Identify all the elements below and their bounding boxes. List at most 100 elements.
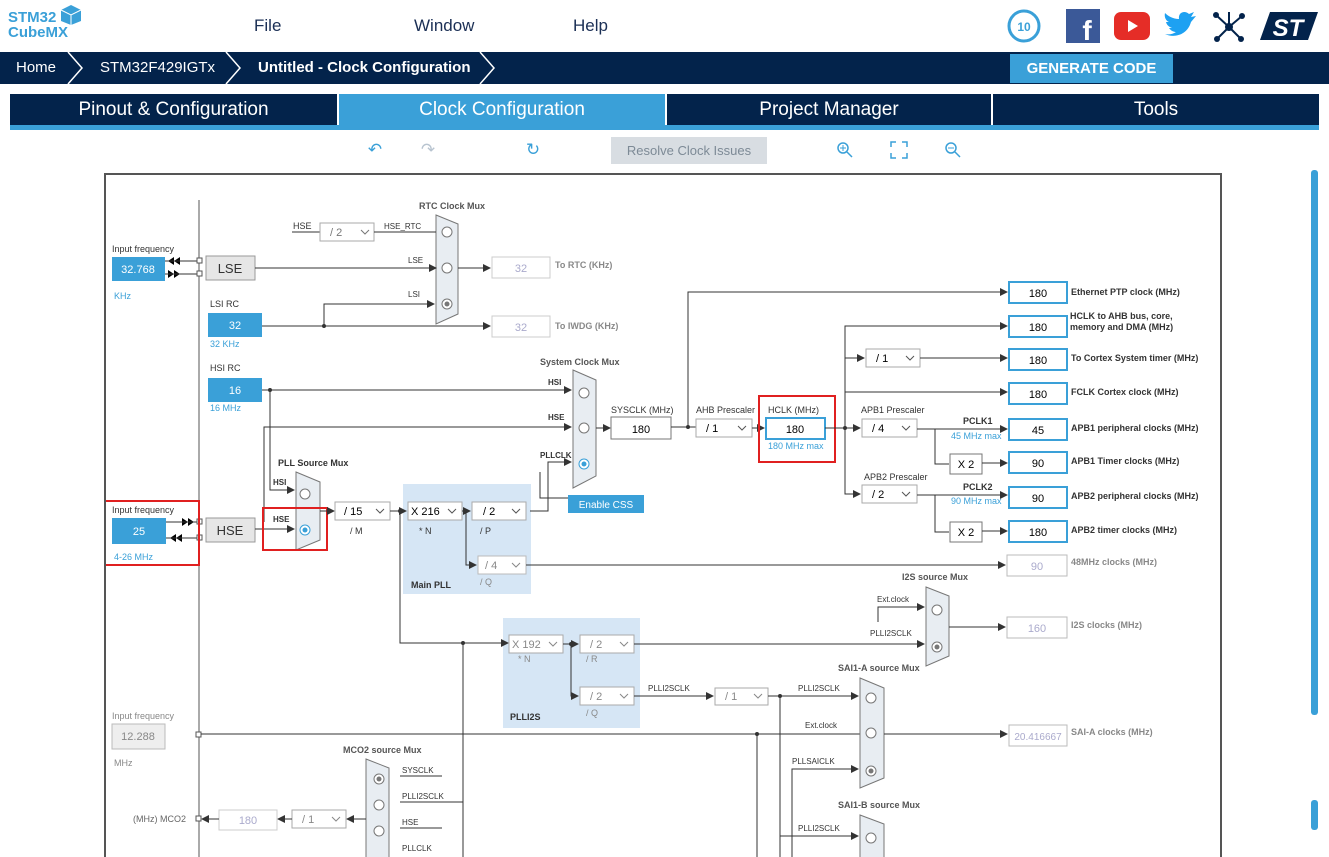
facebook-icon[interactable]: f bbox=[1066, 9, 1100, 46]
chevron-right-icon bbox=[64, 51, 84, 89]
sys-mux-hse: HSE bbox=[548, 413, 565, 422]
tab-pinout[interactable]: Pinout & Configuration bbox=[10, 94, 337, 125]
hclk-ahb-output[interactable] bbox=[1008, 315, 1068, 338]
hse-oscillator bbox=[205, 517, 256, 543]
ahb-prescaler-value: / 1 bbox=[706, 423, 718, 435]
svg-text:10: 10 bbox=[1017, 20, 1031, 34]
menu-file[interactable]: File bbox=[254, 16, 282, 35]
anniversary-10-icon[interactable]: 10 bbox=[1006, 8, 1042, 44]
top-bar bbox=[0, 0, 1329, 52]
tab-underline bbox=[10, 125, 1319, 130]
sysclk-value-box[interactable] bbox=[610, 416, 672, 440]
plli2s-clk-label: PLLI2SCLK bbox=[648, 684, 690, 693]
ethernet-ptp-output[interactable] bbox=[1008, 281, 1068, 304]
to-rtc-output bbox=[491, 256, 551, 279]
apb2-prescaler-value: / 2 bbox=[872, 489, 884, 501]
lse-frequency-input[interactable] bbox=[112, 257, 165, 281]
breadcrumb-device[interactable]: STM32F429IGTx bbox=[100, 59, 216, 76]
rtc-hse-divider-select[interactable] bbox=[319, 222, 375, 242]
hclk-value: 180 bbox=[786, 424, 804, 436]
svg-text:f: f bbox=[1082, 15, 1092, 43]
ext-frequency-value: 12.288 bbox=[121, 731, 155, 743]
undo-icon[interactable]: ↶ bbox=[367, 140, 383, 159]
to-iwdg-value: 32 bbox=[515, 322, 527, 334]
fit-screen-icon[interactable] bbox=[890, 141, 908, 159]
tab-project-manager[interactable]: Project Manager bbox=[667, 94, 991, 125]
vertical-scrollbar-lower[interactable] bbox=[1311, 800, 1318, 830]
apb1-timer-output[interactable] bbox=[1008, 451, 1068, 474]
tab-tools[interactable]: Tools bbox=[993, 94, 1319, 125]
output-label: I2S clocks (MHz) bbox=[1071, 620, 1142, 630]
menu-help[interactable]: Help bbox=[573, 16, 608, 35]
main-pll-title: Main PLL bbox=[411, 580, 452, 590]
pll-p-label: / P bbox=[480, 526, 491, 536]
st-logo-icon[interactable]: ST bbox=[1260, 10, 1318, 42]
lse-frequency-value: 32.768 bbox=[121, 264, 155, 276]
apb1-prescaler-value: / 4 bbox=[872, 423, 884, 435]
generate-code-button[interactable]: GENERATE CODE bbox=[1010, 54, 1173, 83]
apb2-peripheral-output[interactable] bbox=[1008, 486, 1068, 509]
plli2s-div-value: / 1 bbox=[725, 691, 737, 703]
vertical-scrollbar[interactable] bbox=[1311, 170, 1318, 715]
apb2-x2: X 2 bbox=[958, 527, 975, 539]
hse-frequency-input[interactable] bbox=[112, 518, 166, 544]
hsi-unit: 16 MHz bbox=[210, 403, 242, 413]
apb2-timer-output[interactable] bbox=[1008, 520, 1068, 543]
logo-line1: STM32 bbox=[8, 9, 57, 26]
sys-mux-hsi: HSI bbox=[548, 378, 561, 387]
sai-a-output[interactable] bbox=[1008, 724, 1068, 747]
enable-css-button[interactable] bbox=[568, 495, 644, 513]
resolve-clock-issues-button[interactable]: Resolve Clock Issues bbox=[611, 137, 767, 164]
pll-source-mux[interactable] bbox=[295, 471, 321, 551]
reset-icon[interactable]: ↻ bbox=[525, 140, 541, 159]
i2s-source-mux[interactable] bbox=[925, 586, 950, 667]
pll-q-value: / 4 bbox=[485, 560, 497, 572]
twitter-icon[interactable] bbox=[1163, 10, 1197, 40]
output-value: 45 bbox=[1032, 425, 1044, 437]
breadcrumb-project[interactable]: Untitled - Clock Configuration bbox=[258, 59, 471, 76]
menu-window[interactable]: Window bbox=[414, 16, 475, 35]
lse-unit: KHz bbox=[114, 291, 132, 301]
to-rtc-value: 32 bbox=[515, 263, 527, 275]
output-value: 90 bbox=[1032, 458, 1044, 470]
zoom-out-icon[interactable] bbox=[944, 141, 962, 159]
output-value: 160 bbox=[1028, 623, 1046, 635]
mco2-value: 180 bbox=[239, 815, 257, 827]
breadcrumb-home[interactable]: Home bbox=[16, 59, 57, 76]
pll-p-select[interactable] bbox=[471, 501, 527, 521]
output-label: HCLK to AHB bus, core, memory and DMA (M… bbox=[1070, 311, 1174, 332]
plli2s-q-value: / 2 bbox=[590, 691, 602, 703]
fclk-output[interactable] bbox=[1008, 382, 1068, 405]
mco2-sysclk: SYSCLK bbox=[402, 766, 434, 775]
cortex-timer-output[interactable] bbox=[1008, 348, 1068, 371]
redo-icon[interactable]: ↷ bbox=[420, 140, 436, 159]
lse-box-label: LSE bbox=[218, 261, 243, 276]
output-label: APB1 peripheral clocks (MHz) bbox=[1071, 423, 1199, 433]
tab-clock-configuration[interactable]: Clock Configuration bbox=[339, 94, 665, 125]
main-pll-area bbox=[403, 484, 531, 594]
sai-b-mux-title: SAI1-B source Mux bbox=[838, 800, 920, 810]
48mhz-output[interactable] bbox=[1006, 554, 1068, 577]
mco2-pllclk: PLLCLK bbox=[402, 844, 432, 853]
plli2s-r-label: / R bbox=[586, 654, 598, 664]
output-label: 48MHz clocks (MHz) bbox=[1071, 557, 1157, 567]
apb2-prescaler-select[interactable] bbox=[861, 484, 918, 504]
output-label: APB2 timer clocks (MHz) bbox=[1071, 525, 1177, 535]
apb1-timer-multiplier bbox=[949, 453, 983, 475]
rtc-hse-div: / 2 bbox=[330, 227, 342, 239]
apb1-prescaler-select[interactable] bbox=[861, 418, 918, 438]
logo-line2: CubeMX bbox=[8, 24, 68, 41]
i2s-output[interactable] bbox=[1006, 616, 1068, 639]
output-label: Ethernet PTP clock (MHz) bbox=[1071, 287, 1180, 297]
to-iwdg-label: To IWDG (KHz) bbox=[555, 321, 618, 331]
network-icon[interactable] bbox=[1212, 10, 1246, 44]
apb1-peripheral-output[interactable] bbox=[1008, 418, 1068, 441]
pll-mux-title: PLL Source Mux bbox=[278, 458, 348, 468]
ext-frequency-input[interactable] bbox=[111, 723, 166, 750]
mco2-output[interactable] bbox=[218, 809, 278, 831]
zoom-in-icon[interactable] bbox=[836, 141, 854, 159]
i2s-mux-ext: Ext.clock bbox=[877, 595, 910, 604]
pll-m-value: / 15 bbox=[344, 506, 362, 518]
youtube-icon[interactable] bbox=[1114, 12, 1150, 40]
sysclk-value: 180 bbox=[632, 424, 650, 436]
